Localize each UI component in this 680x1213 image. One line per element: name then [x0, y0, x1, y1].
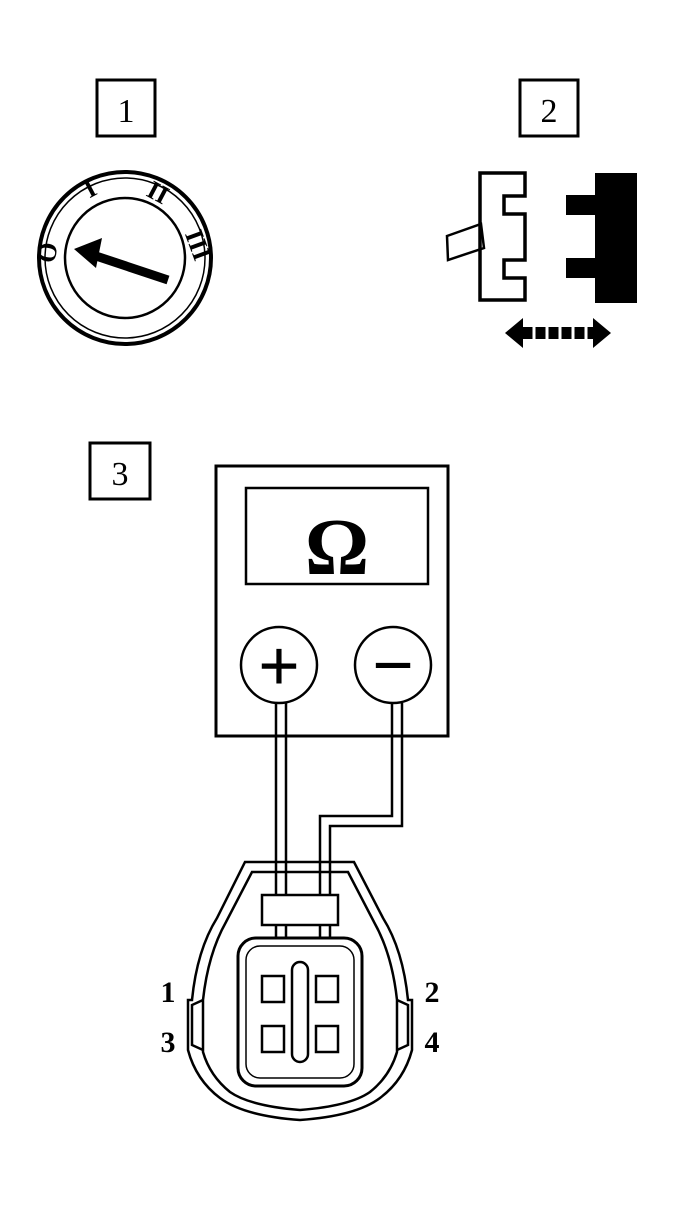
- negative-terminal: −: [353, 625, 433, 707]
- pin-1-label: 1: [161, 976, 176, 1009]
- negative-sign: −: [372, 625, 414, 707]
- step-3-number: 3: [112, 456, 129, 493]
- connector-disconnect-icon: [445, 171, 637, 348]
- position-off-label: O: [32, 240, 64, 265]
- double-arrow-icon: [505, 318, 611, 348]
- positive-terminal: +: [239, 625, 319, 708]
- step-3-label: 3: [88, 441, 152, 501]
- step-2-label: 2: [518, 78, 580, 138]
- step-1-number: 1: [118, 93, 135, 130]
- ignition-switch-icon: O I II III: [32, 170, 217, 346]
- step-2-number: 2: [541, 93, 558, 130]
- pin-4: [314, 1024, 340, 1054]
- pin-3: [260, 1024, 286, 1054]
- ohmmeter-icon: Ω + −: [214, 464, 450, 738]
- ohm-symbol: Ω: [305, 504, 369, 592]
- pin-2-label: 2: [425, 976, 440, 1009]
- positive-sign: +: [258, 626, 300, 708]
- pin-4-label: 4: [425, 1026, 440, 1059]
- key-arrow-icon: [74, 238, 170, 285]
- pin-3-label: 3: [161, 1026, 176, 1059]
- pin-2: [314, 974, 340, 1004]
- pin-1: [260, 974, 286, 1004]
- connector-face-icon: 1 2 3 4: [161, 860, 440, 1122]
- center-rib: [290, 960, 310, 1064]
- step-1-label: 1: [95, 78, 157, 138]
- latch: [260, 893, 340, 927]
- meter-display: [244, 486, 430, 586]
